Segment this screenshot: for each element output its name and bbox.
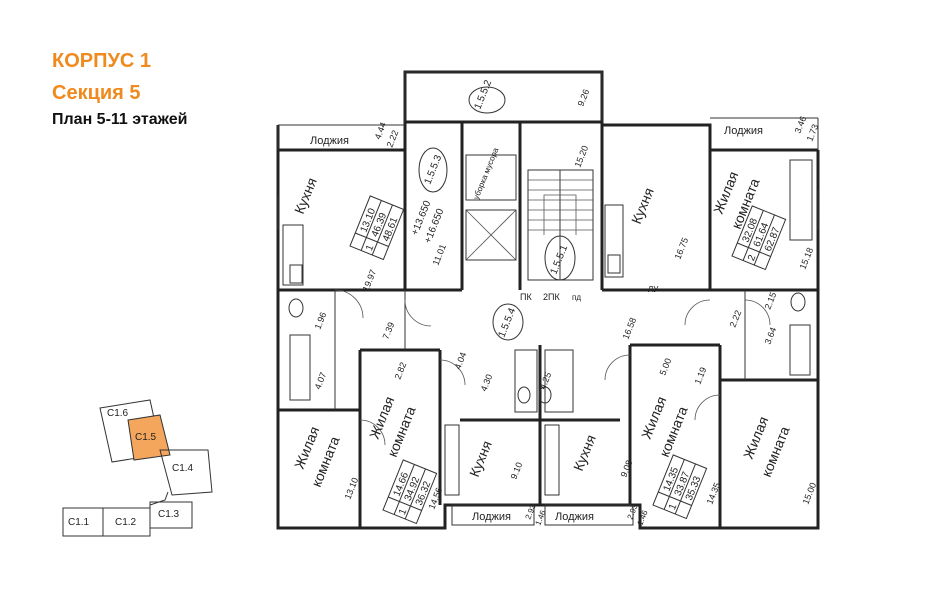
staircase: [527, 169, 594, 281]
garbage-chute-label: уборка мусора: [472, 146, 501, 201]
svg-text:15.00: 15.00: [801, 481, 819, 506]
loggia-top-right: Лоджия: [724, 125, 763, 137]
loggia-bottom-1: Лоджия: [472, 511, 511, 523]
code-1-5-5-1: 1.5.5.1: [549, 243, 571, 276]
kitchen-bottom-1: Кухня: [466, 438, 495, 479]
svg-text:1.19: 1.19: [693, 366, 709, 386]
label-lu: ЛУ: [648, 285, 659, 294]
label-2pk: 2ПК: [543, 292, 560, 302]
svg-text:1: 1: [364, 243, 376, 253]
code-1-5-5-4: 1.5.5.4: [497, 306, 519, 339]
svg-text:15.18: 15.18: [798, 246, 816, 271]
key-label-c15: С1.5: [135, 432, 157, 443]
label-pd: пд: [572, 293, 581, 302]
apt-table-1[interactable]: 1 13.10 46.39 48.61: [349, 195, 405, 261]
svg-text:2.15: 2.15: [763, 291, 779, 311]
svg-text:5.00: 5.00: [658, 357, 674, 377]
key-label-c11: С1.1: [68, 517, 90, 528]
key-label-c13: С1.3: [158, 509, 180, 520]
loggia-top-left: Лоджия: [310, 135, 349, 147]
key-label-c16: С1.6: [107, 408, 129, 419]
svg-text:1: 1: [397, 507, 409, 517]
kitchen-bottom-2: Кухня: [570, 432, 599, 473]
svg-text:2: 2: [746, 253, 758, 263]
svg-text:9.26: 9.26: [576, 88, 592, 108]
svg-text:9.10: 9.10: [509, 461, 525, 481]
walls: [276, 70, 820, 530]
svg-text:4.07: 4.07: [313, 371, 329, 391]
svg-text:13.10: 13.10: [343, 476, 361, 501]
apt-table-4[interactable]: 1 14.35 33.87 35.33: [652, 454, 708, 520]
area-labels: 4.44 2.22 9.26 3.46 1.73 15.20 11.01 +13…: [313, 88, 821, 527]
svg-text:2.22: 2.22: [728, 309, 744, 329]
floor-plan-title: План 5-11 этажей: [52, 111, 188, 128]
kitchen-top-left: Кухня: [291, 175, 320, 216]
key-label-c12: С1.2: [115, 517, 137, 528]
room-labels: Лоджия Лоджия Лоджия Лоджия Кухня Кухня …: [291, 125, 793, 523]
svg-text:16.75: 16.75: [673, 236, 691, 261]
svg-text:4.30: 4.30: [479, 373, 495, 393]
svg-text:2.22: 2.22: [385, 129, 401, 149]
svg-text:3.64: 3.64: [763, 326, 779, 346]
svg-text:11.01: 11.01: [431, 243, 448, 267]
kitchen-top-right: Кухня: [628, 185, 657, 226]
building-title: КОРПУС 1: [52, 50, 152, 72]
label-pk: ПК: [520, 292, 532, 302]
apt-table-2[interactable]: 2 32.08 61.64 62.87: [731, 205, 787, 271]
code-1-5-5-3: 1.5.5.3: [423, 153, 445, 186]
key-plan: С1.6 С1.5 С1.4 С1.3 С1.1 С1.2: [62, 399, 213, 537]
svg-text:16.58: 16.58: [621, 316, 639, 341]
svg-text:4.44: 4.44: [373, 121, 389, 141]
key-section-c15[interactable]: [127, 414, 171, 461]
key-section-c14[interactable]: [159, 449, 213, 496]
svg-text:15.20: 15.20: [573, 144, 591, 169]
svg-text:2.82: 2.82: [393, 361, 409, 381]
code-1-5-5-2: 1.5.5.2: [473, 78, 495, 111]
key-label-c14: С1.4: [172, 463, 194, 474]
section-title: Секция 5: [52, 82, 141, 104]
svg-text:1: 1: [667, 502, 679, 512]
key-section-c12[interactable]: [102, 507, 151, 537]
svg-text:7.39: 7.39: [381, 321, 397, 341]
loggia-bottom-2: Лоджия: [555, 511, 594, 523]
svg-text:9.08: 9.08: [619, 459, 635, 479]
svg-text:4.04: 4.04: [453, 351, 469, 371]
apt-table-3[interactable]: 1 14.66 34.92 36.32: [382, 459, 438, 525]
svg-text:1.96: 1.96: [313, 311, 329, 331]
